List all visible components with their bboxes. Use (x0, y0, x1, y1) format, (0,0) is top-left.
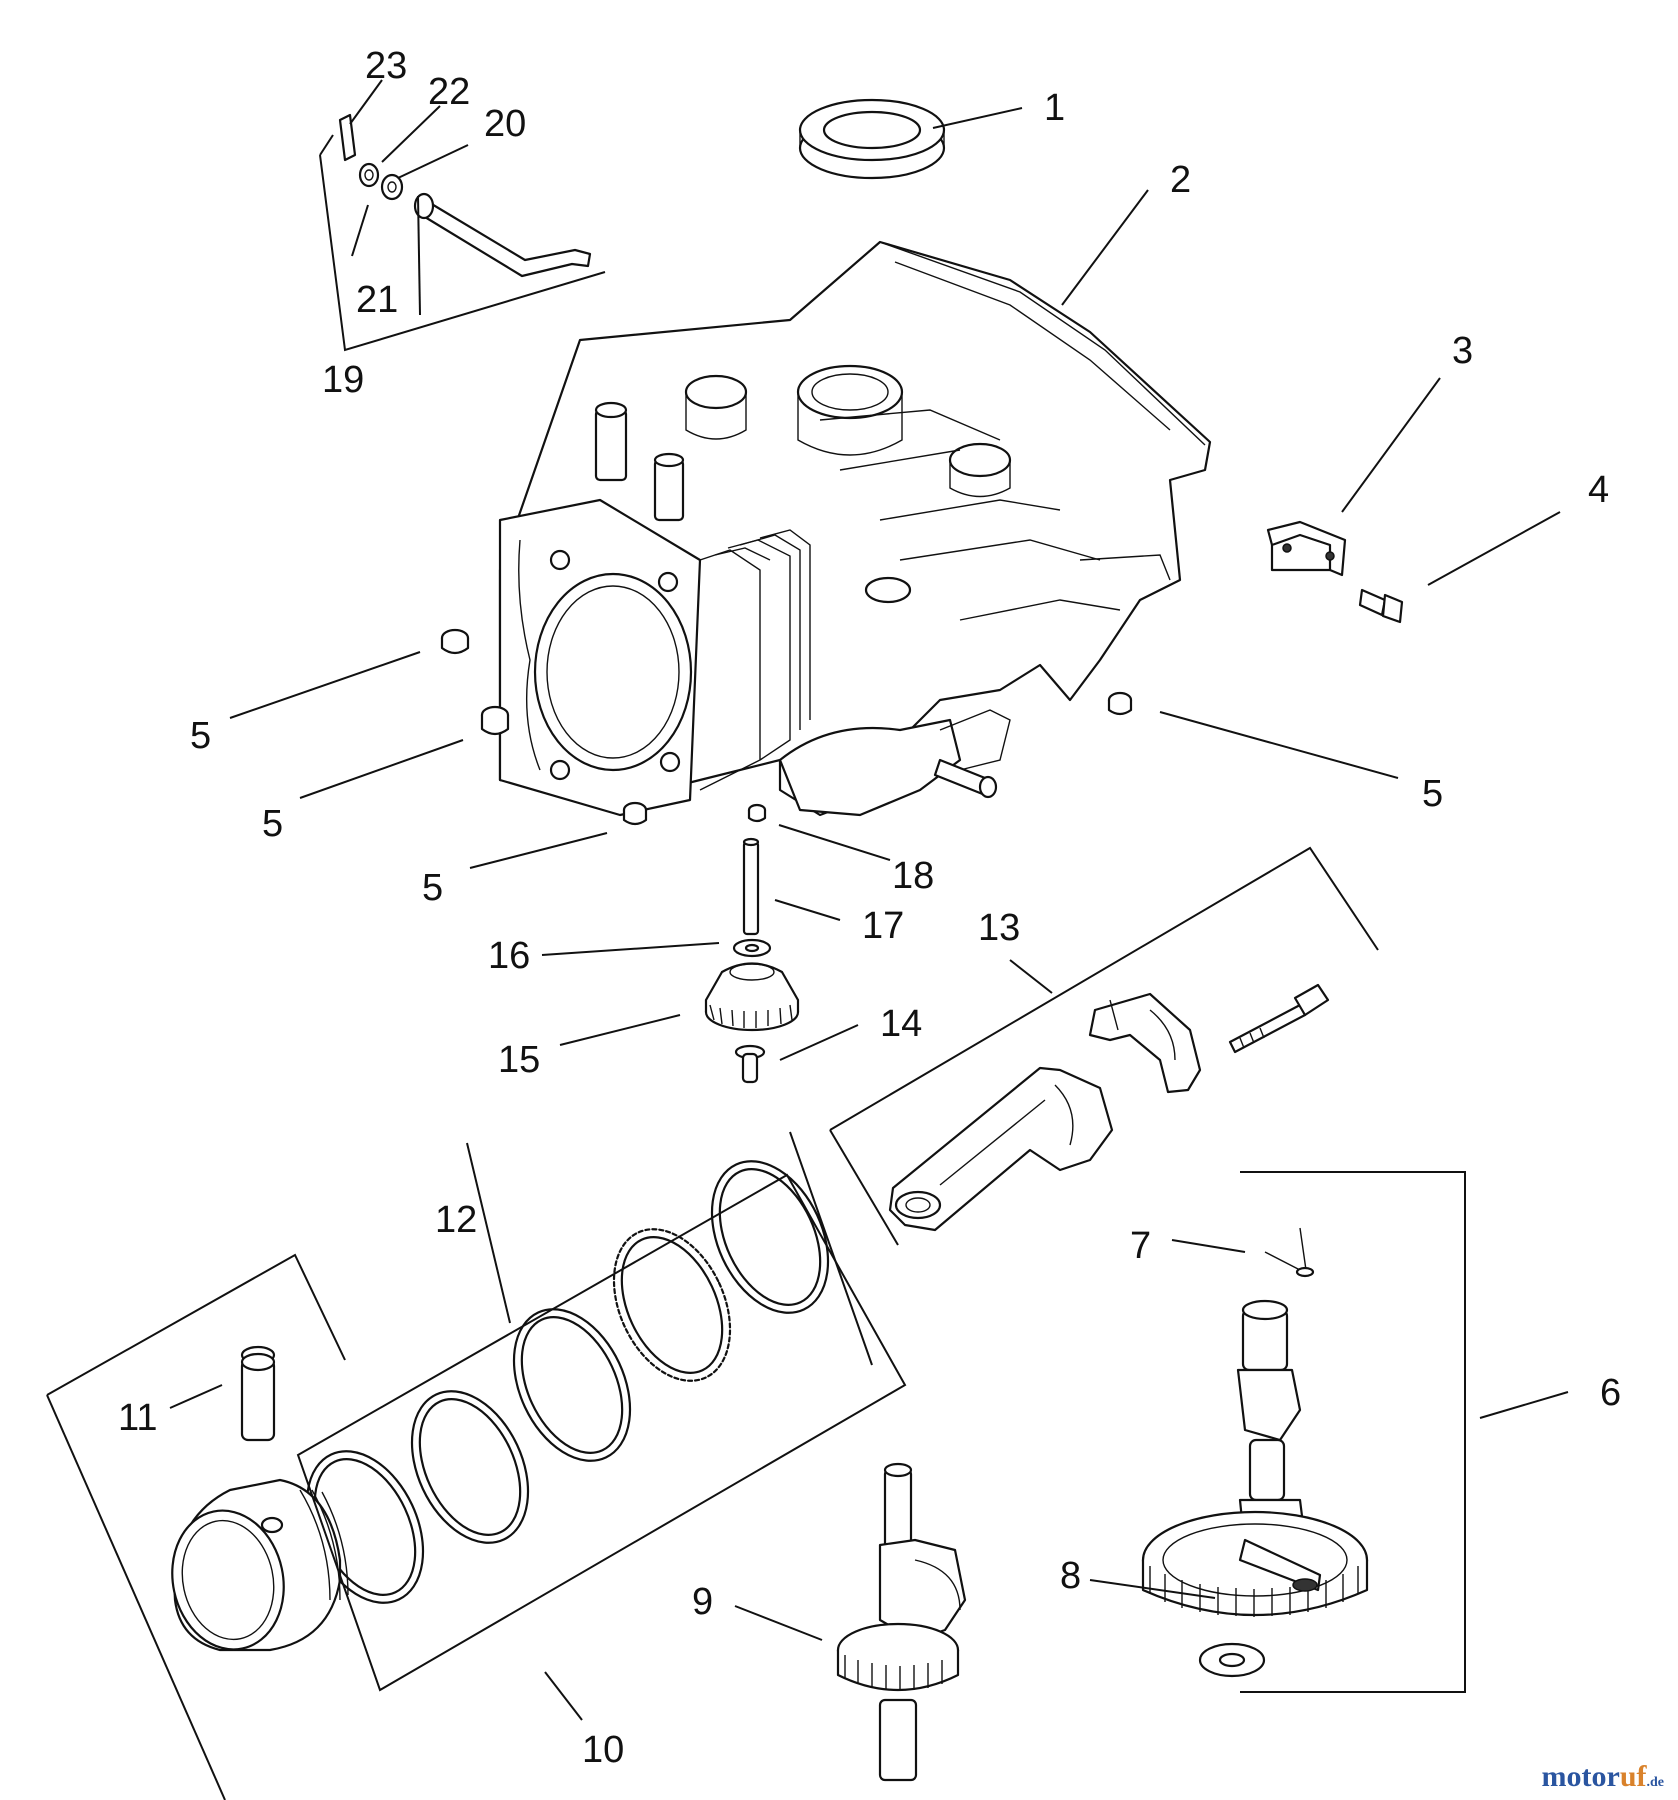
watermark-accent: uf (1619, 1760, 1647, 1793)
part-governor-lever (413, 192, 592, 278)
part-camshaft (1141, 1299, 1369, 1617)
part-dowels (440, 628, 1133, 826)
callout-11: 11 (118, 1397, 157, 1439)
callout-10: 10 (582, 1729, 624, 1771)
part-governor-shaft (742, 837, 760, 936)
part-piston-pin (240, 1345, 276, 1442)
part-clip-washers (338, 113, 404, 201)
part-connecting-rod (888, 1066, 1114, 1232)
part-crankshaft (836, 1462, 967, 1782)
callout-23: 23 (365, 45, 407, 87)
watermark-brand: motor (1541, 1760, 1620, 1793)
callout-8: 8 (1060, 1555, 1081, 1597)
watermark-suffix: .de (1646, 1775, 1665, 1790)
callout-5b: 5 (262, 803, 283, 845)
callout-18: 18 (892, 855, 934, 897)
part-washer-16 (732, 938, 772, 958)
callout-2: 2 (1170, 159, 1191, 201)
part-crankcase (498, 240, 1212, 817)
callout-labels: 1 2 3 4 5 5 5 5 6 7 8 9 10 11 12 13 14 1… (118, 45, 1621, 1771)
callout-1: 1 (1044, 87, 1065, 129)
callout-9: 9 (692, 1581, 713, 1623)
part-governor-gear (704, 962, 800, 1032)
callout-5d: 5 (1422, 773, 1443, 815)
part-washer-8 (1198, 1642, 1266, 1678)
part-pin-7 (1264, 1227, 1315, 1278)
part-piston (171, 1478, 349, 1652)
callout-6: 6 (1600, 1372, 1621, 1414)
part-pin-14 (734, 1044, 766, 1084)
callout-14: 14 (880, 1003, 922, 1045)
part-rod-bolt (1228, 983, 1330, 1054)
callout-20: 20 (484, 103, 526, 145)
part-bracket (1266, 520, 1347, 577)
callout-19: 19 (322, 359, 364, 401)
callout-16: 16 (488, 935, 530, 977)
callout-17: 17 (862, 905, 904, 947)
group-bracket-lines (46, 134, 1466, 1800)
callout-5c: 5 (422, 867, 443, 909)
callout-15: 15 (498, 1039, 540, 1081)
leader-lines (169, 79, 1569, 1721)
callout-21: 21 (356, 279, 398, 321)
callout-4: 4 (1588, 469, 1609, 511)
part-oil-seal (798, 98, 946, 180)
callout-7: 7 (1130, 1225, 1151, 1267)
part-rod-cap (1088, 992, 1202, 1094)
callout-5a: 5 (190, 715, 211, 757)
part-bolt (1358, 588, 1404, 624)
watermark-logo: motoruf.de (1542, 1760, 1664, 1794)
callout-3: 3 (1452, 330, 1473, 372)
part-piston-rings (305, 1160, 830, 1604)
callout-12: 12 (435, 1199, 477, 1241)
callout-22: 22 (428, 71, 470, 113)
part-cap (747, 803, 767, 823)
callout-13: 13 (978, 907, 1020, 949)
